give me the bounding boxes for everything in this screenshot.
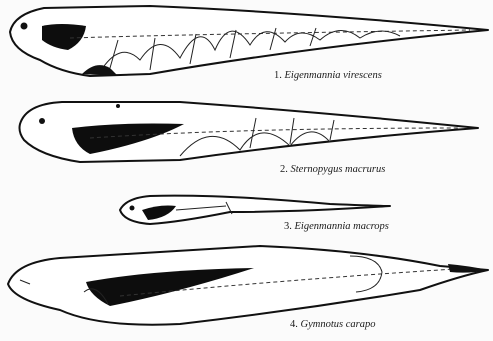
species-name: Eigenmannia macrops	[295, 221, 389, 232]
species-name: Gymnotus carapo	[301, 319, 376, 330]
caption-number: 1.	[274, 70, 282, 81]
species-name: Eigenmannia virescens	[285, 70, 382, 81]
caption-3: 3. Eigenmannia macrops	[284, 221, 389, 232]
caption-2: 2. Sternopygus macrurus	[280, 164, 385, 175]
caption-number: 4.	[290, 319, 298, 330]
caption-number: 2.	[280, 164, 288, 175]
caption-4: 4. Gymnotus carapo	[290, 319, 375, 330]
species-name: Sternopygus macrurus	[291, 164, 386, 175]
caption-1: 1. Eigenmannia virescens	[274, 70, 382, 81]
caption-number: 3.	[284, 221, 292, 232]
